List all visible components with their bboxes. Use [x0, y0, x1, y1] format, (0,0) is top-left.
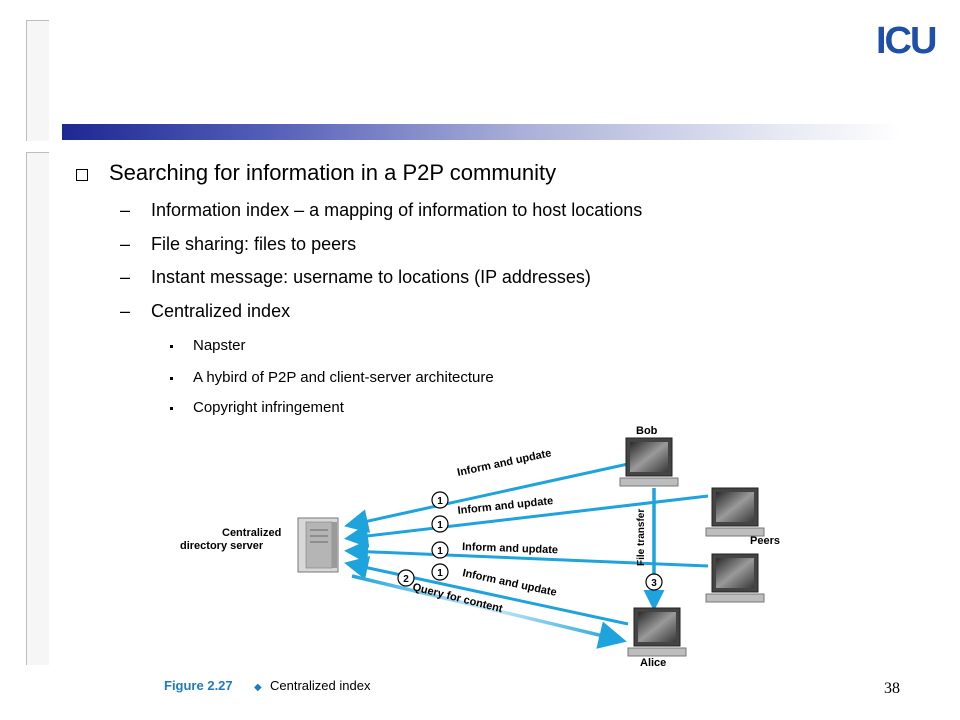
svg-text:1: 1 [437, 520, 443, 531]
server-label-line1: Centralized [222, 527, 281, 539]
step-badge: 2 [397, 569, 415, 587]
alice-computer-icon [627, 607, 687, 657]
figure-caption: Centralized index [270, 678, 371, 693]
bob-computer-icon [619, 437, 679, 487]
bullet-item: Instant message: username to locations (… [151, 267, 591, 287]
centralized-index-diagram: Centralized directory server Inform and … [164, 425, 780, 693]
inform-arrow-bob [344, 462, 629, 533]
step-badge: 1 [431, 515, 449, 533]
slide-frame-top [26, 20, 49, 141]
dot-bullet-icon [170, 377, 173, 380]
server-label-line2: directory server [180, 540, 264, 552]
step-badge: 1 [431, 563, 449, 581]
bullet-item: Information index – a mapping of informa… [151, 200, 643, 220]
dash-bullet-icon: – [120, 234, 131, 254]
bullet-title: Searching for information in a P2P commu… [109, 160, 557, 185]
dash-bullet-icon: – [120, 267, 131, 287]
caption-separator-icon: ◆ [254, 682, 262, 693]
bullet-item: Centralized index [151, 301, 291, 321]
page-number: 38 [884, 680, 900, 697]
peer-computer-icon [705, 487, 765, 537]
square-bullet-icon [76, 169, 88, 181]
bob-label: Bob [636, 425, 658, 437]
slide-frame-body [26, 152, 49, 665]
icu-logo: ICU [876, 20, 937, 62]
sub-bullet-item: A hybird of P2P and client-server archit… [193, 369, 494, 386]
sub-bullet-item: Copyright infringement [193, 399, 344, 416]
step-badge: 1 [431, 491, 449, 509]
svg-text:1: 1 [437, 496, 443, 507]
alice-label: Alice [640, 657, 666, 669]
svg-text:1: 1 [437, 568, 443, 579]
file-transfer-label: File transfer [636, 509, 647, 566]
step-badge: 1 [431, 541, 449, 559]
server-icon [297, 517, 339, 573]
dash-bullet-icon: – [120, 301, 131, 321]
svg-text:3: 3 [651, 578, 657, 589]
inform-arrow-peer1 [344, 494, 709, 548]
figure-number: Figure 2.27 [164, 678, 233, 693]
title-gradient-bar [62, 124, 902, 140]
peer-computer-icon [705, 553, 765, 603]
query-arrow [351, 574, 627, 649]
inform-label: Inform and update [456, 447, 552, 479]
sub-bullet-item: Napster [193, 337, 246, 354]
svg-text:1: 1 [437, 546, 443, 557]
bullet-item: File sharing: files to peers [151, 234, 357, 254]
inform-arrow-peer2 [344, 539, 709, 568]
inform-label: Inform and update [462, 541, 558, 556]
inform-arrow-alice [344, 556, 629, 626]
dot-bullet-icon [170, 345, 173, 348]
inform-label: Inform and update [461, 567, 557, 599]
dash-bullet-icon: – [120, 200, 131, 220]
dot-bullet-icon [170, 407, 173, 410]
svg-text:2: 2 [403, 574, 409, 585]
step-badge: 3 [645, 573, 663, 591]
peers-label: Peers [750, 535, 780, 547]
